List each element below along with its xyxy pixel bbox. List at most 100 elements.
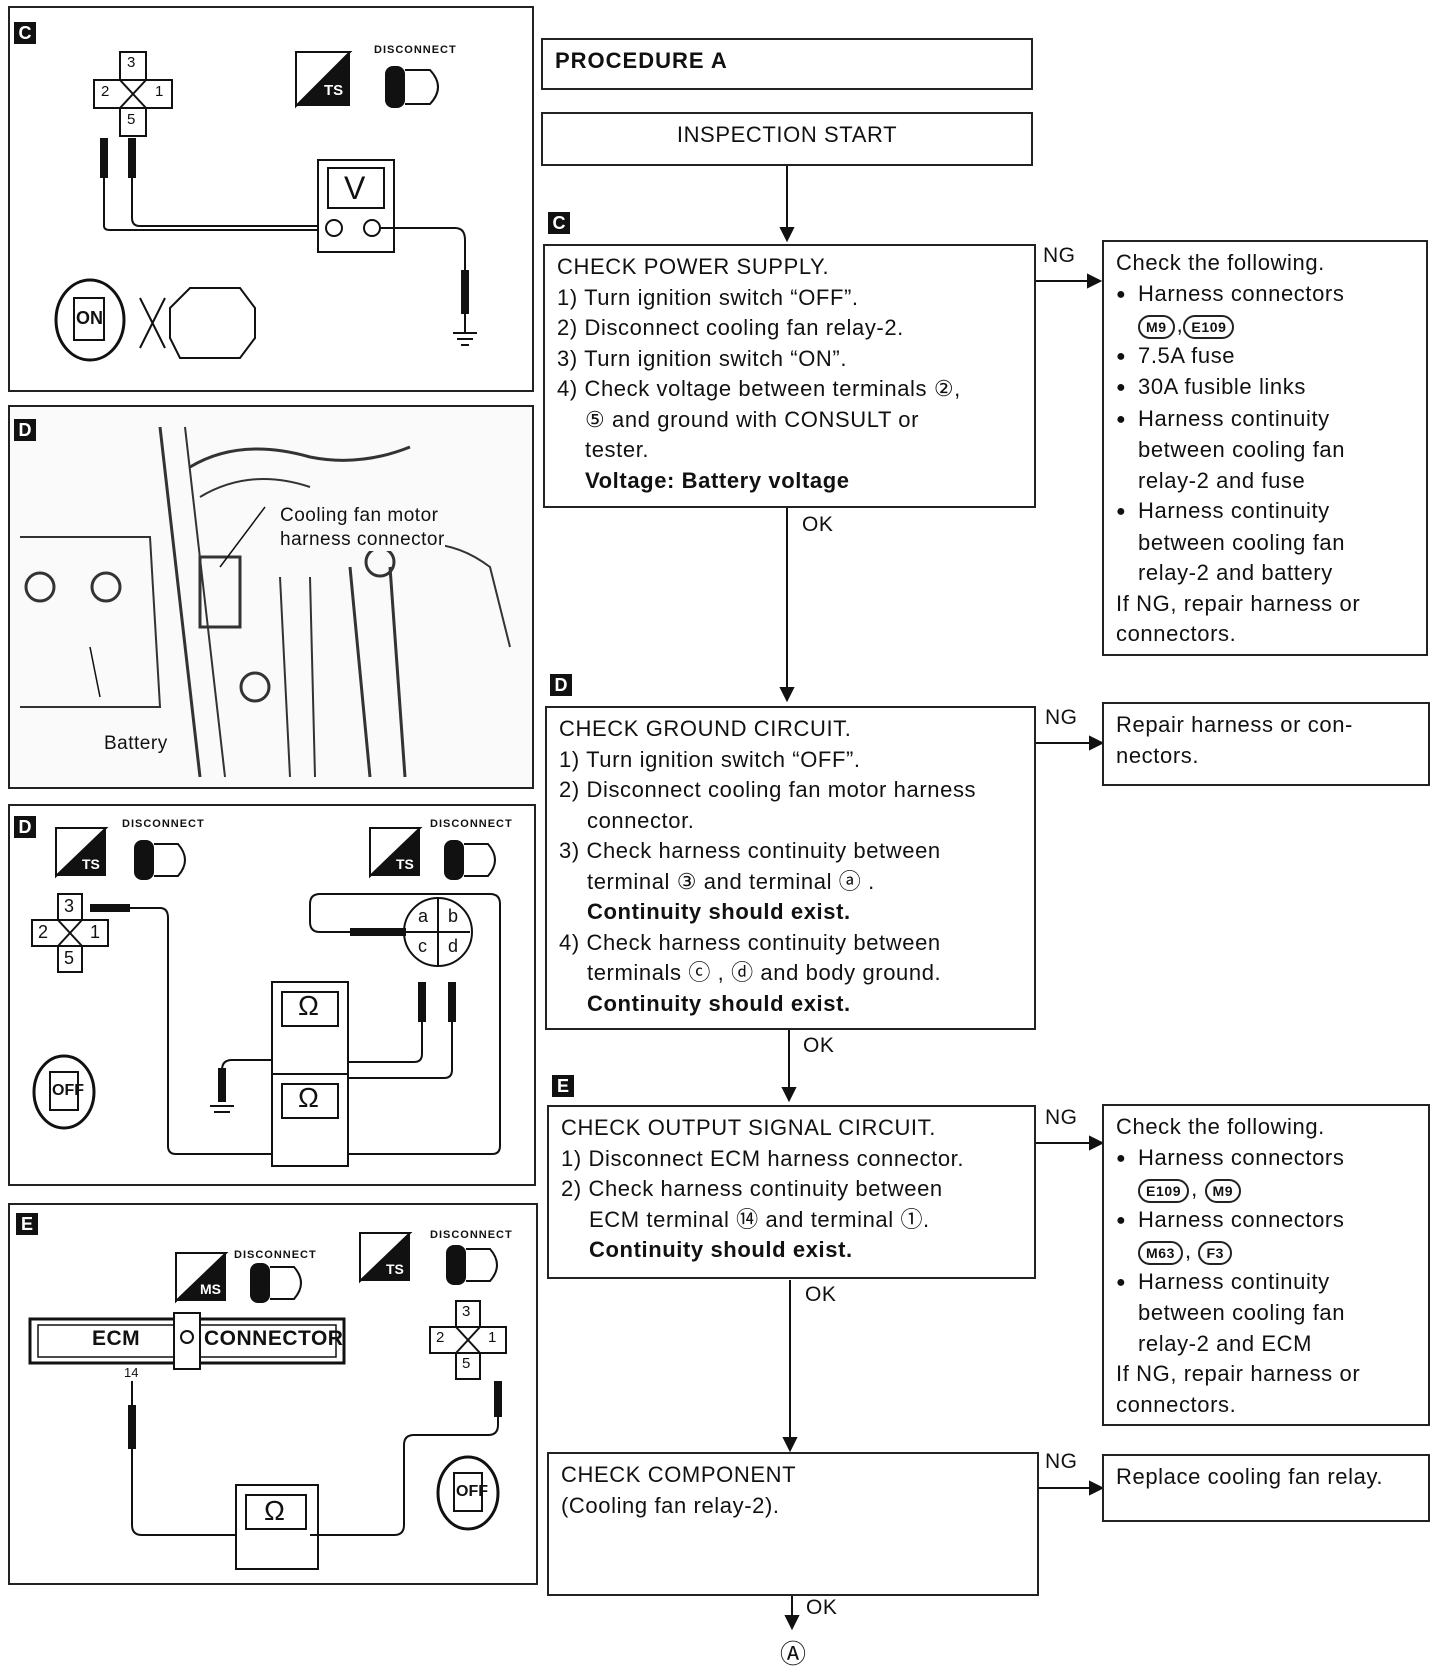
ok-label-e: OK (805, 1283, 837, 1306)
ng-d-line-1: Repair harness or con- (1116, 712, 1353, 737)
panel-d-engine-photo: D Cooling fan motor harness connector Ba… (8, 405, 534, 789)
pin-2: 2 (38, 922, 49, 942)
motor-pin-c: c (418, 936, 427, 956)
ng-comp-text: Replace cooling fan relay. (1116, 1464, 1384, 1489)
pin-3: 3 (64, 896, 75, 916)
check-component-box: CHECK COMPONENT (Cooling fan relay-2). (547, 1452, 1039, 1596)
ng-e-bullet-1: Harness connectors (1116, 1143, 1416, 1175)
step-e-line-2: 1) Disconnect ECM harness connector. (561, 1145, 965, 1171)
ecm-label: ECM (92, 1327, 141, 1350)
ground-test-drawing (31, 827, 501, 1167)
ng-c-bullet-4-line-3: relay-2 and fuse (1138, 467, 1306, 493)
flow-tag-e: E (552, 1075, 574, 1097)
ng-c-bullet-5-line-3: relay-2 and battery (1138, 560, 1333, 585)
motor-pin-b: b (448, 906, 459, 926)
check-ground-circuit-box: CHECK GROUND CIRCUIT. 1) Turn ignition s… (545, 706, 1036, 1030)
motor-pin-a: a (418, 906, 429, 926)
step-c-line-5: 4) Check voltage between terminals ②, (557, 376, 961, 401)
step-d-line-7: 4) Check harness continuity between (559, 929, 941, 955)
ecm-terminal-14: 14 (124, 1365, 139, 1380)
ng-e-end-1: If NG, repair harness or (1116, 1361, 1361, 1386)
step-e-line-3: 2) Check harness continuity between (561, 1176, 943, 1201)
ohmmeter-symbol-1: Ω (298, 990, 320, 1021)
pin-3: 3 (462, 1303, 471, 1320)
ng-c-bullet-1: Harness connectors (1116, 279, 1414, 311)
step-comp-line-2: (Cooling fan relay-2). (561, 1492, 780, 1518)
ts-label-2: TS (396, 856, 414, 872)
ng-check-list-e: Check the following. Harness connectors … (1102, 1104, 1430, 1426)
disconnect-label-2: DISCONNECT (430, 818, 513, 830)
step-d-line-6: terminal ③ and terminal ⓐ . (587, 868, 875, 894)
step-c-line-1: CHECK POWER SUPPLY. (557, 254, 830, 279)
inspection-start-label: INSPECTION START (676, 122, 898, 147)
procedure-title: PROCEDURE A (555, 48, 728, 73)
ng-label-d: NG (1045, 706, 1078, 729)
step-e-result: Continuity should exist. (589, 1237, 853, 1262)
tag-d-photo: D (14, 419, 36, 441)
continue-marker-a: Ⓐ (780, 1639, 807, 1669)
pin-5: 5 (64, 948, 75, 968)
ng-c-bullet-4-line-2: between cooling fan (1138, 437, 1346, 462)
connector-m63: M63 (1138, 1241, 1184, 1265)
ecm-test-drawing (28, 1232, 507, 1570)
pin-2: 2 (436, 1329, 445, 1346)
cooling-fan-connector-label: Cooling fan motor (280, 505, 439, 527)
panel-d-continuity-diagram: D DISCONNECT DISCONNECT TS TS 3 2 1 5 a … (8, 804, 536, 1186)
disconnect-label-2: DISCONNECT (430, 1229, 513, 1241)
step-c-line-6: ⑤ and ground with CONSULT or (585, 406, 920, 432)
ng-e-bullet-3-line-2: between cooling fan (1138, 1300, 1346, 1325)
step-c-line-7: tester. (585, 437, 650, 462)
ts-label: TS (324, 82, 344, 99)
ng-e-end-2: connectors. (1116, 1391, 1237, 1417)
voltmeter-symbol: V (344, 170, 366, 206)
ng-c-bullet-4: Harness continuity (1116, 404, 1414, 436)
ng-repair-box-d: Repair harness or con- nectors. (1102, 702, 1430, 786)
step-c-result: Voltage: Battery voltage (585, 467, 850, 493)
ok-label-c: OK (802, 513, 834, 536)
flow-tag-d: D (550, 674, 572, 696)
connector-m9: M9 (1204, 1179, 1242, 1203)
key-on-label: ON (76, 308, 103, 328)
step-d-line-2: 1) Turn ignition switch “OFF”. (559, 746, 861, 772)
ng-e-intro: Check the following. (1116, 1114, 1325, 1139)
step-comp-line-1: CHECK COMPONENT (561, 1462, 797, 1487)
ts-label-1: TS (82, 856, 100, 872)
motor-pin-d: d (448, 936, 459, 956)
step-c-line-4: 3) Turn ignition switch “ON”. (557, 345, 848, 371)
step-c-line-3: 2) Disconnect cooling fan relay-2. (557, 315, 904, 340)
ng-label-e: NG (1045, 1106, 1078, 1129)
disconnect-label: DISCONNECT (374, 44, 457, 56)
step-e-line-4: ECM terminal ⑭ and terminal ①. (589, 1206, 930, 1232)
ng-replace-box: Replace cooling fan relay. (1102, 1454, 1430, 1522)
step-d-result-1: Continuity should exist. (587, 899, 851, 924)
ng-c-bullet-5: Harness continuity (1116, 496, 1414, 528)
step-d-line-8: terminals ⓒ , ⓓ and body ground. (587, 960, 942, 985)
engine-bay-sketch (20, 426, 511, 778)
ts-label: TS (386, 1261, 404, 1277)
ng-e-bullet-3-line-3: relay-2 and ECM (1138, 1330, 1313, 1356)
ng-c-end-1: If NG, repair harness or (1116, 590, 1361, 616)
ng-d-line-2: nectors. (1116, 742, 1200, 768)
tag-e-circuit: E (16, 1213, 38, 1235)
ng-c-bullet-5-line-2: between cooling fan (1138, 529, 1346, 555)
ok-label-d: OK (803, 1034, 835, 1057)
ng-c-bullet-2: 7.5A fuse (1116, 341, 1414, 373)
flow-tag-c: C (548, 212, 570, 234)
connector-e109: E109 (1138, 1179, 1190, 1203)
tag-c: C (14, 22, 36, 44)
pin-3: 3 (127, 54, 136, 71)
key-off-label: OFF (456, 1483, 488, 1500)
ohmmeter-symbol-2: Ω (298, 1082, 320, 1113)
ng-c-bullet-3: 30A fusible links (1116, 372, 1414, 404)
pin-5: 5 (462, 1355, 471, 1372)
connector-m9: M9 (1138, 315, 1175, 339)
connector-label: CONNECTOR (204, 1327, 344, 1350)
battery-label: Battery (104, 733, 168, 755)
step-e-line-1: CHECK OUTPUT SIGNAL CIRCUIT. (561, 1115, 936, 1140)
step-d-line-3: 2) Disconnect cooling fan motor harness (559, 777, 977, 802)
pin-1: 1 (488, 1329, 497, 1346)
ng-label-c: NG (1043, 244, 1076, 267)
ng-c-end-2: connectors. (1116, 621, 1237, 646)
cooling-fan-connector-label-2: harness connector (280, 529, 445, 551)
